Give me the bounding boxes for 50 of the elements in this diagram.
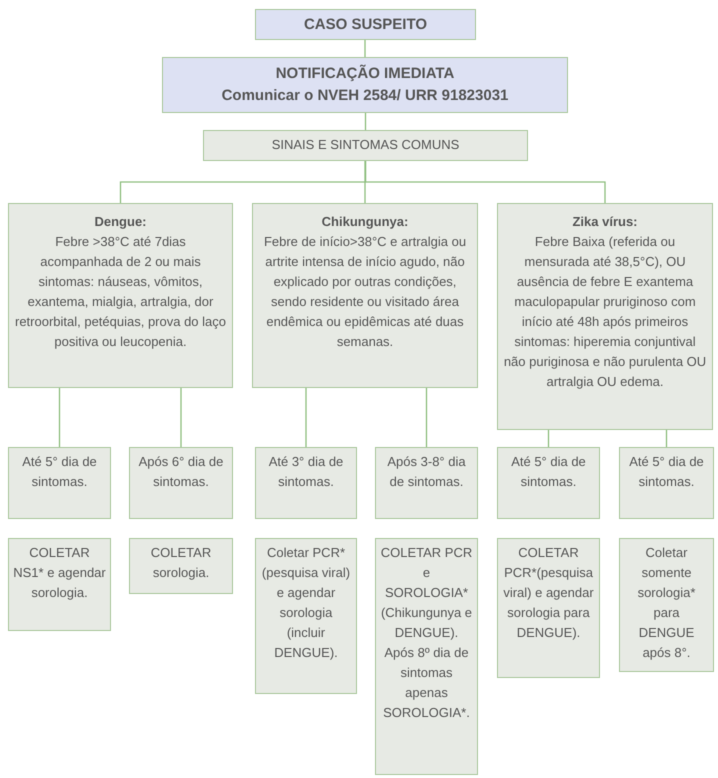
step-box [8,538,111,631]
connector-line [58,388,60,447]
box-text: Após 6° dia de sintomas. [138,453,224,491]
box-text: Até 3° dia de sintomas. [268,453,344,491]
header-box [162,57,568,113]
box-text: Febre Baixa (referida ou mensurada até 38,5°C), OU ausência de febre E exantema maculopapular pruriginoso com início até 48h após primeiros sintomas: hiperemia conjuntival não puriginosa e não purulenta OU artralgia OU edema. [502,233,708,391]
step-box [255,538,357,694]
box-text: Até 5° dia de sintomas. [21,453,98,491]
box-text: COLETAR PCR*(pesquisa viral) e agendar sorologia para DENGUE). [502,544,595,642]
box-text: COLETAR PCR e SOROLOGIA* (Chikungunya e DENGUE). Após 8º dia de sintomas apenas SOROLOGIA*. [380,544,473,722]
connector-line [364,40,366,57]
step-box [255,447,357,519]
box-heading: Chikungunya: [322,213,408,231]
connector-line [364,161,366,203]
box-text: COLETAR sorologia. [150,544,212,582]
connector-line [305,388,307,447]
criteria-box [252,203,478,388]
box-text: CASO SUSPEITO [304,14,428,34]
connector-line [364,161,606,203]
step-box [129,447,233,519]
step-box [129,538,233,594]
box-heading: Dengue: [94,213,146,231]
box-text: Até 5° dia de sintomas. [510,453,587,491]
step-box [375,538,478,775]
box-text: Coletar PCR* (pesquisa viral) e agendar sorologia (incluir DENGUE). [260,544,352,662]
box-text: Após 3-8° dia de sintomas. [386,453,467,491]
step-box [497,447,600,519]
step-box [203,130,528,161]
box-text: Febre >38°C até 7dias acompanhada de 2 ou mais sintomas: náuseas, vômitos, exantema, mialgia, artralgia, dor retroorbital, petéquias, prova do laço positiva ou leucopenia. [14,233,227,351]
connector-line [548,430,550,447]
step-box [375,447,478,519]
box-text: Febre de início>38°C e artralgia ou artrite intensa de início agudo, não explicado por outras condições, sendo residente ou visitado área endêmica ou epidêmicas até duas semanas. [262,233,468,351]
criteria-box [8,203,233,388]
connector-line [180,388,182,447]
header-box [255,9,476,40]
step-box [619,538,714,672]
box-text: Até 5° dia de sintomas. [628,453,705,491]
connector-line [426,388,428,447]
box-text: COLETAR NS1* e agendar sorologia. [13,544,106,602]
box-text: SINAIS E SINTOMAS COMUNS [272,136,460,154]
box-text: Coletar somente sorologia* para DENGUE após 8°. [636,544,696,662]
connector-line [666,430,668,447]
step-box [8,447,111,519]
box-text: Comunicar o NVEH 2584/ URR 91823031 [222,86,508,106]
box-text: NOTIFICAÇÃO IMEDIATA [276,64,454,84]
step-box [619,447,714,519]
step-box [497,538,600,678]
criteria-box [497,203,713,430]
connector-line [364,113,366,130]
box-heading: Zika vírus: [572,213,638,231]
